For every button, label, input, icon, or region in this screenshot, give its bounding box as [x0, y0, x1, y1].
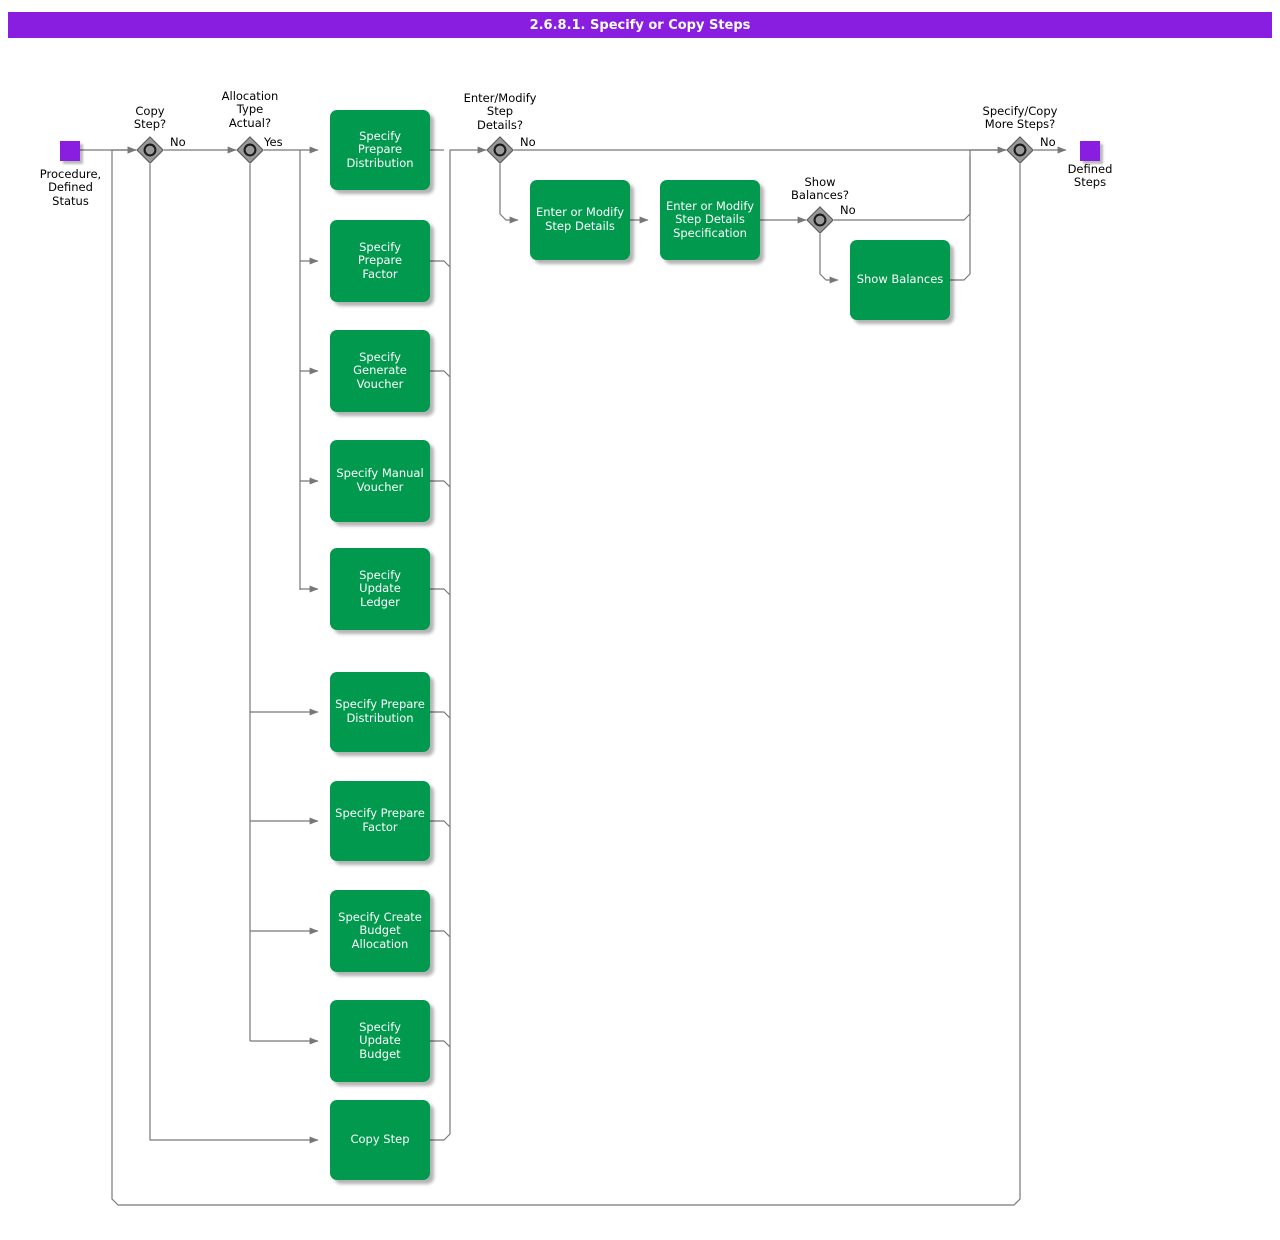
page-title: 2.6.8.1. Specify or Copy Steps	[529, 17, 751, 33]
process-label: Show Balances	[856, 272, 944, 287]
process-label: Specify Generate Voucher	[353, 349, 407, 391]
decision-copy-step-no-label: No	[170, 135, 186, 149]
process-show-balances[interactable]: Show Balances	[850, 240, 950, 320]
terminator-start-label: Procedure, Defined Status	[39, 167, 102, 208]
process-specify-prepare-distribution-actual[interactable]: Specify Prepare Distribution	[330, 110, 430, 190]
process-enter-or-modify-step-details[interactable]: Enter or Modify Step Details	[530, 180, 630, 260]
wire-out-specify-prepare-factor-actual	[430, 260, 451, 268]
process-label: Specify Update Ledger	[359, 567, 401, 609]
decision-enter-modify-step-details-label: Enter/Modify Step Details?	[463, 91, 537, 132]
wire-collector-to-enter-modify-decision	[449, 146, 487, 1134]
wire-out-specify-update-ledger	[430, 588, 451, 596]
wire-out-specify-manual-voucher	[430, 480, 451, 488]
process-label: Specify Update Budget	[359, 1019, 401, 1061]
decision-specify-copy-more-steps-no-label: No	[1040, 135, 1056, 149]
decision-allocation-type-actual-yes-label: Yes	[264, 135, 283, 149]
process-label: Specify Prepare Distribution	[335, 697, 425, 725]
process-specify-manual-voucher[interactable]: Specify Manual Voucher	[330, 440, 430, 522]
decision-specify-copy-more-steps-label: Specify/Copy More Steps?	[982, 104, 1058, 132]
process-specify-update-budget[interactable]: Specify Update Budget	[330, 1000, 430, 1082]
wire-show-balances-yes-to-process	[819, 234, 839, 284]
process-copy-step[interactable]: Copy Step	[330, 1100, 430, 1180]
decision-show-balances-no-label: No	[840, 203, 856, 217]
wire-enter-modify-yes-to-step-details	[499, 164, 519, 224]
terminator-end	[1080, 141, 1100, 161]
wire-out-specify-update-budget	[430, 1040, 451, 1048]
process-specify-update-ledger[interactable]: Specify Update Ledger	[330, 548, 430, 630]
wire-out-specify-prepare-distribution-budget	[430, 711, 451, 719]
process-label: Specify Prepare Factor	[335, 806, 425, 834]
decision-allocation-type-actual[interactable]	[236, 136, 264, 164]
decision-copy-step-label: Copy Step?	[133, 104, 167, 132]
process-label: Specify Manual Voucher	[336, 466, 424, 494]
wire-show-balances-process-to-join	[950, 156, 971, 281]
wire-out-specify-create-budget-allocation	[430, 930, 451, 938]
process-label: Enter or Modify Step Details	[535, 205, 625, 233]
process-label: Specify Prepare Distribution	[346, 128, 414, 170]
wire-out-specify-prepare-factor-budget	[430, 820, 451, 828]
process-specify-prepare-distribution-budget[interactable]: Specify Prepare Distribution	[330, 672, 430, 752]
wire-out-specify-generate-voucher	[430, 370, 451, 378]
page-title-bar: 2.6.8.1. Specify or Copy Steps	[8, 12, 1272, 38]
process-specify-prepare-factor-budget[interactable]: Specify Prepare Factor	[330, 781, 430, 861]
process-specify-prepare-factor-actual[interactable]: Specify Prepare Factor	[330, 220, 430, 302]
decision-specify-copy-more-steps[interactable]	[1006, 136, 1034, 164]
decision-show-balances-label: Show Balances?	[791, 175, 849, 203]
wire-out-copy-step-process	[430, 1133, 451, 1141]
decision-copy-step[interactable]	[136, 136, 164, 164]
decision-allocation-type-actual-label: Allocation Type Actual?	[221, 89, 279, 130]
process-enter-or-modify-step-details-specification[interactable]: Enter or Modify Step Details Specificati…	[660, 180, 760, 260]
process-specify-generate-voucher[interactable]: Specify Generate Voucher	[330, 330, 430, 412]
process-specify-create-budget-allocation[interactable]: Specify Create Budget Allocation	[330, 890, 430, 972]
decision-enter-modify-step-details-no-label: No	[520, 135, 536, 149]
process-label: Enter or Modify Step Details Specificati…	[665, 198, 755, 240]
wire-copy-step-yes-to-copy-step-process	[149, 164, 319, 1144]
terminator-start	[60, 141, 80, 161]
decision-show-balances[interactable]	[806, 206, 834, 234]
process-label: Specify Create Budget Allocation	[338, 909, 422, 951]
decision-enter-modify-step-details[interactable]	[486, 136, 514, 164]
process-label: Specify Prepare Factor	[357, 239, 403, 281]
terminator-end-label: Defined Steps	[1067, 162, 1113, 190]
process-label: Copy Step	[350, 1132, 410, 1147]
